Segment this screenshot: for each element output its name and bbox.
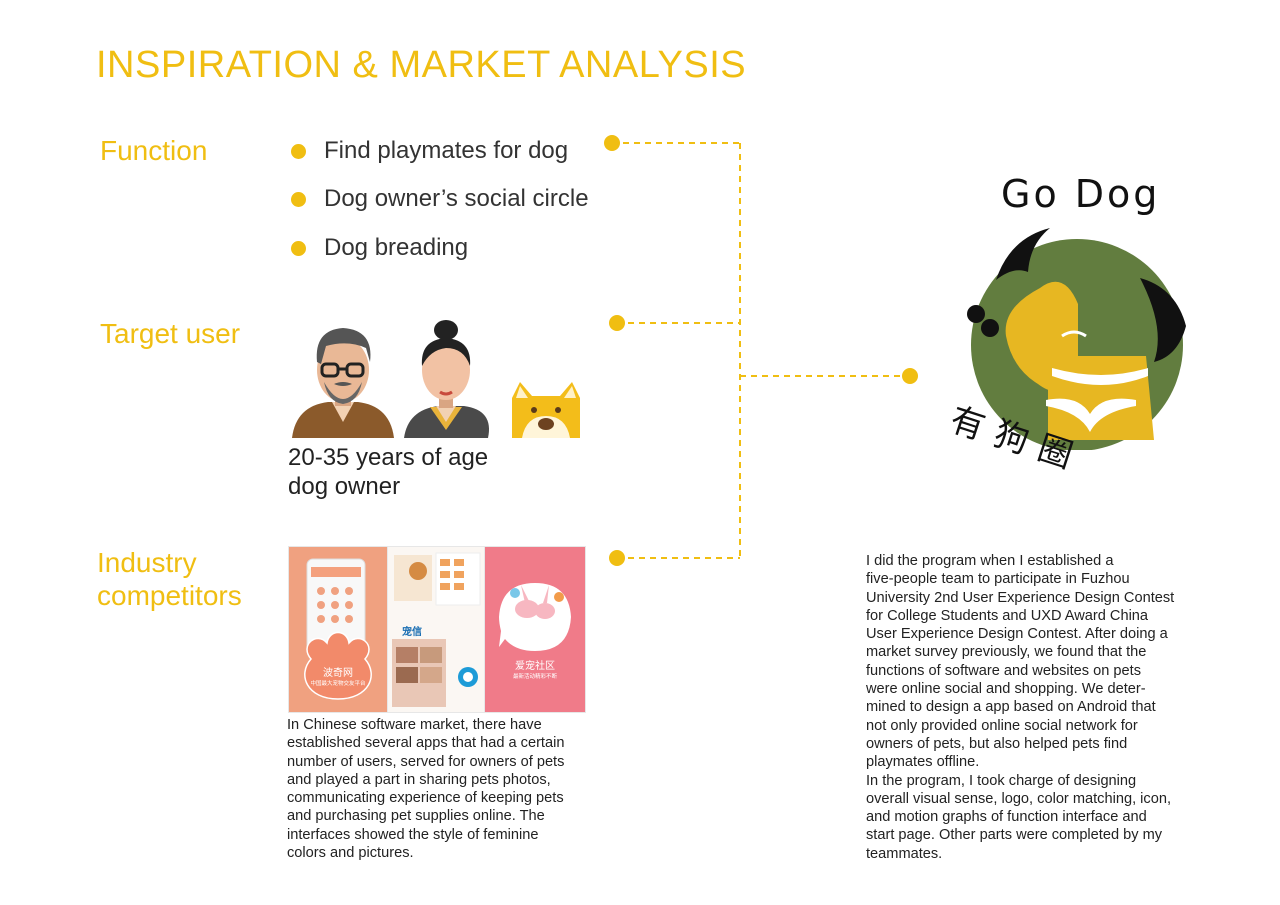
function-item-label: Dog owner’s social circle xyxy=(324,185,589,212)
connector-dot-icon xyxy=(609,315,625,331)
section-label-industry: Industry competitors xyxy=(97,546,242,612)
function-item-label: Find playmates for dog xyxy=(324,137,569,164)
function-item: Find playmates for dog xyxy=(291,136,589,166)
industry-label-line1: Industry xyxy=(97,547,197,578)
section-label-function: Function xyxy=(100,135,208,166)
target-user-caption: 20-35 years of age dog owner xyxy=(288,443,488,501)
connector-dot-icon xyxy=(604,135,620,151)
bullet-dot-icon xyxy=(291,240,306,256)
competitor-1-tagline: 中国最大宠物交友平台 xyxy=(310,681,366,687)
target-user-avatars xyxy=(292,320,580,438)
competitor-1-name: 波奇网 xyxy=(323,668,353,679)
competitor-3-name: 爱宠社区 xyxy=(515,661,555,672)
man-with-glasses-icon xyxy=(292,328,394,438)
connector-dot-icon xyxy=(609,550,625,566)
competitor-2-name: 宠信 xyxy=(402,627,422,638)
app-collage-icon xyxy=(392,552,481,707)
competitor-card-1: 波奇网 中国最大宠物交友平台 xyxy=(288,546,388,713)
bunny-mascot-icon xyxy=(499,583,571,651)
industry-label-line2: competitors xyxy=(97,580,242,611)
bullet-dot-icon xyxy=(291,191,306,207)
industry-description: In Chinese software market, there have e… xyxy=(287,717,565,862)
connector-dot-icon xyxy=(902,368,918,384)
competitor-card-3: 爱宠社区 最新活动精彩不断 xyxy=(484,546,586,713)
page-title: INSPIRATION & MARKET ANALYSIS xyxy=(96,44,747,86)
target-user-role: dog owner xyxy=(288,473,401,500)
target-user-age: 20-35 years of age xyxy=(288,444,489,471)
go-dog-logo-icon xyxy=(967,228,1186,450)
competitor-3-tagline: 最新活动精彩不断 xyxy=(512,674,557,680)
woman-avatar-icon xyxy=(404,320,489,438)
project-description: I did the program when I established a f… xyxy=(866,553,1175,862)
function-item: Dog owner’s social circle xyxy=(291,184,589,214)
competitor-card-2: 宠信 xyxy=(387,546,485,713)
section-label-target-user: Target user xyxy=(100,318,241,349)
competitor-screenshots: 波奇网 中国最大宠物交友平台 宠信 xyxy=(288,546,586,713)
logo-name: Go Dog xyxy=(1001,172,1161,216)
shiba-dog-icon xyxy=(512,382,580,438)
phone-mockup-icon xyxy=(304,558,372,700)
function-item: Dog breading xyxy=(291,233,589,263)
function-list: Find playmates for dog Dog owner’s socia… xyxy=(291,136,589,263)
function-item-label: Dog breading xyxy=(324,234,469,261)
bullet-dot-icon xyxy=(291,143,306,159)
